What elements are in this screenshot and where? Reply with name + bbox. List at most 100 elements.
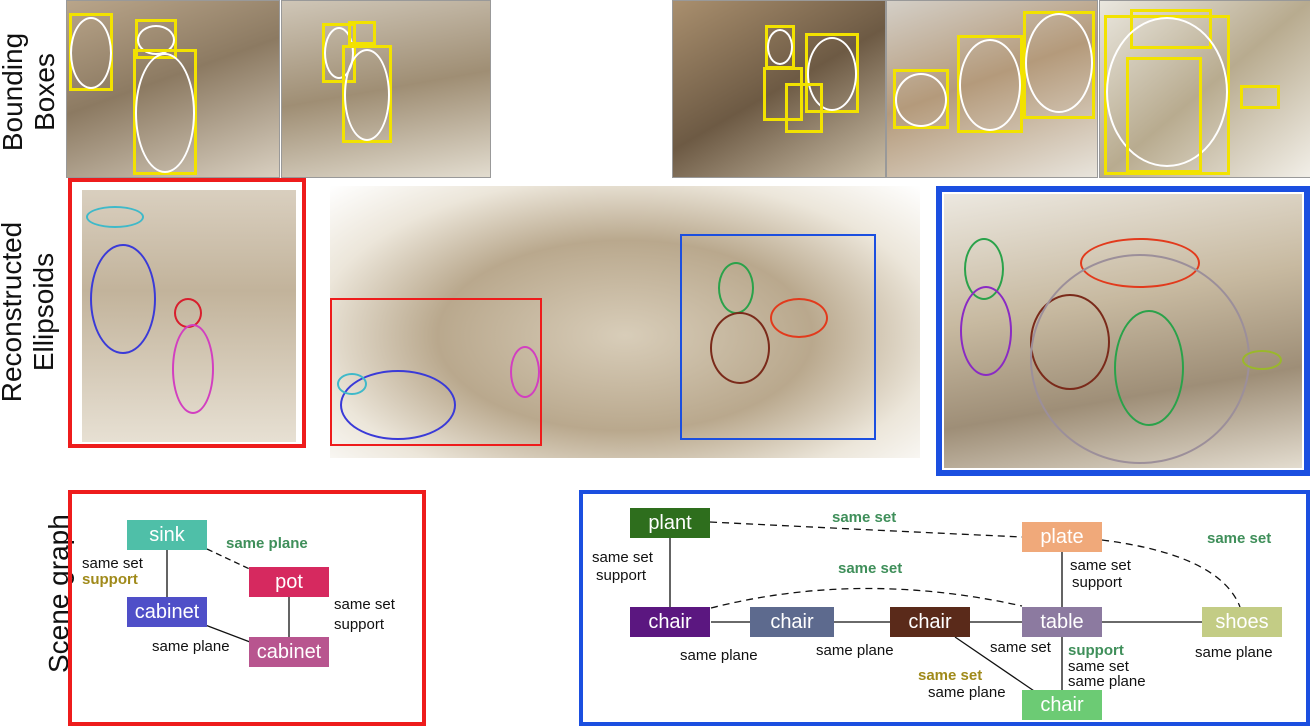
edge-chair3-chair4 (954, 636, 1041, 696)
wireframe-ellipsoid-chair-purple (960, 286, 1012, 376)
ellipse (807, 37, 857, 111)
wireframe-ellipsoid-chair-green (1114, 310, 1184, 426)
photo-dining-3 (1099, 0, 1310, 178)
node-chair-3: chair (890, 607, 970, 637)
node-label: sink (149, 524, 185, 546)
blue-scene-graph-frame (579, 490, 1310, 726)
edge-label: same set (82, 555, 143, 572)
wireframe-ellipsoid-cyan (337, 373, 367, 395)
node-label: plate (1040, 526, 1084, 548)
node-table: table (1022, 607, 1102, 637)
photo-dining-2 (886, 0, 1098, 178)
ellipse (135, 53, 195, 173)
bbox (763, 67, 803, 121)
edge-label: same plane (1195, 644, 1273, 661)
bbox (957, 35, 1023, 133)
photo-dining-1 (672, 0, 886, 178)
edge-label: same set (334, 596, 395, 613)
bbox (785, 83, 823, 133)
wireframe-ellipsoid-brown (710, 312, 770, 384)
wireframe-ellipsoid-cabinet-2 (172, 324, 214, 414)
bbox (348, 21, 376, 45)
node-chair-2: chair (750, 607, 834, 637)
node-chair-1: chair (630, 607, 710, 637)
edge-label: same plane (226, 535, 308, 552)
ellipse (767, 29, 793, 65)
bbox (1023, 11, 1095, 119)
bbox (133, 49, 197, 175)
node-cabinet-right: cabinet (249, 637, 329, 667)
node-sink: sink (127, 520, 207, 550)
edge-label: support (1068, 642, 1124, 659)
node-label: cabinet (256, 641, 322, 663)
node-label: table (1040, 611, 1084, 633)
node-label: chair (770, 611, 814, 633)
edge-label: support (334, 616, 385, 633)
edge-label: same plane (152, 638, 230, 655)
bbox (893, 69, 949, 129)
ellipse (959, 39, 1021, 131)
edge-label: same set (1068, 658, 1129, 675)
node-shoes: shoes (1202, 607, 1282, 637)
ellipse (1025, 13, 1093, 113)
red-zoom-frame (68, 178, 306, 448)
wireframe-ellipsoid-cabinet (90, 244, 156, 354)
edge-label: support (596, 567, 647, 584)
ellipse (895, 73, 947, 127)
edge-label: same plane (816, 642, 894, 659)
ellipse (324, 27, 354, 79)
node-cabinet-left: cabinet (127, 597, 207, 627)
node-label: chair (908, 611, 952, 633)
edge-label: same plane (680, 647, 758, 664)
node-label: shoes (1215, 611, 1269, 633)
wireframe-ellipsoid-red (770, 298, 828, 338)
wireframe-ellipsoid-sink (86, 206, 144, 228)
edge-label: same set (990, 639, 1051, 656)
edge-label: same set (1207, 530, 1272, 547)
node-plate: plate (1022, 522, 1102, 552)
recon-dining-closeup (944, 194, 1302, 468)
wireframe-ellipsoid-blue-large (340, 370, 456, 440)
bbox (1126, 57, 1202, 173)
edge-sink-pot (206, 548, 257, 573)
wireframe-ellipsoid-shoes (1242, 350, 1282, 370)
recon-kitchen-top-view (82, 190, 296, 442)
edge-label: same set (838, 560, 903, 577)
bbox (342, 45, 392, 143)
ellipse (70, 17, 112, 89)
node-label: plant (648, 512, 692, 534)
red-scene-graph-frame (68, 490, 426, 726)
node-label: chair (648, 611, 692, 633)
node-label: pot (275, 571, 303, 593)
node-label: cabinet (134, 601, 200, 623)
node-plant: plant (630, 508, 710, 538)
edge-cabinet-cabinet (199, 622, 251, 643)
edge-label: same set (1070, 557, 1131, 574)
bbox (322, 23, 356, 83)
blue-zoom-frame (936, 186, 1310, 476)
node-label: chair (1040, 694, 1084, 716)
edge-plant-plate (709, 521, 1023, 538)
edge-label: same set (832, 509, 897, 526)
red-zoom-region (330, 298, 542, 446)
bbox (805, 33, 859, 113)
ellipse (344, 49, 390, 141)
blue-zoom-region (680, 234, 876, 440)
edge-label: same plane (1068, 673, 1146, 690)
edge-label: support (82, 571, 138, 588)
node-chair-4: chair (1022, 690, 1102, 720)
bbox (1240, 85, 1280, 109)
edge-chair-table-dashed (710, 587, 1023, 609)
ellipse (137, 25, 175, 55)
photo-kitchen-1 (66, 0, 280, 178)
edge-label: support (1072, 574, 1123, 591)
ellipse (1106, 17, 1228, 167)
edge-label: same plane (928, 684, 1006, 701)
edge-label: same set (592, 549, 653, 566)
edge-plate-shoes (1101, 539, 1241, 608)
bbox (1104, 15, 1230, 175)
photo-kitchen-2 (281, 0, 491, 178)
wireframe-ellipsoid-magenta (510, 346, 540, 398)
edge-label: same set (918, 667, 983, 684)
